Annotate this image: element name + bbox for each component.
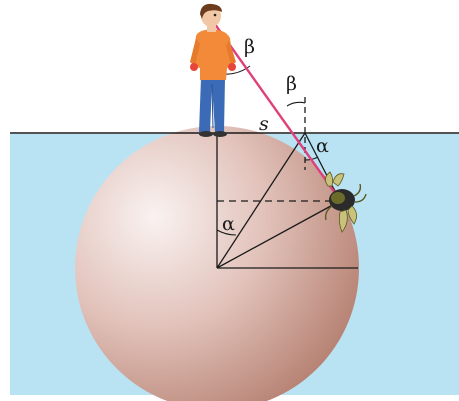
geometry-lines	[216, 97, 358, 269]
label-alpha-center: α	[222, 213, 235, 235]
label-s: s	[259, 113, 269, 135]
label-beta-top: β	[244, 36, 255, 58]
radius-to-horizon-point	[216, 132, 306, 269]
label-beta-right: β	[286, 73, 297, 95]
radius-to-crab	[216, 200, 341, 269]
crab-figure	[324, 171, 367, 233]
chord-line	[304, 132, 341, 202]
label-alpha-right: α	[316, 135, 329, 157]
sight-line	[211, 19, 341, 201]
arc-alpha-center	[216, 229, 237, 236]
person-figure	[190, 3, 236, 137]
arc-beta-right	[286, 101, 306, 107]
